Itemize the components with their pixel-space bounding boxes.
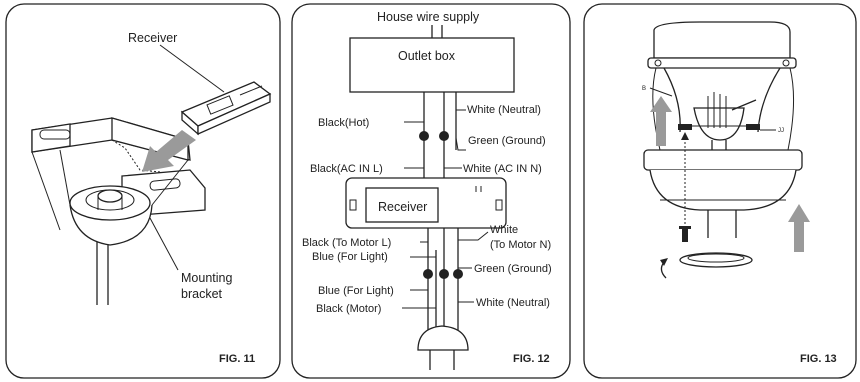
receiver-leader	[159, 44, 225, 93]
fig11-panel: Receiver Mounting bracket FIG. 11	[5, 3, 281, 379]
receiver-box	[345, 177, 507, 229]
outlet-box-label: Outlet box	[398, 49, 456, 63]
fig12-caption: FIG. 12	[513, 353, 550, 365]
ceiling-canopy	[647, 21, 797, 151]
label-black-ac-in: Black(AC IN L)	[310, 163, 383, 175]
label-blue-for-light-1: Blue (For Light)	[312, 251, 388, 263]
fig11-caption: FIG. 11	[219, 353, 255, 365]
wire-nut-black-motor	[439, 269, 449, 279]
up-arrow-left-icon	[650, 96, 672, 146]
label-white-to-motor-1: White	[490, 224, 518, 236]
fig12-panel: House wire supply Outlet box Black(Hot) …	[291, 3, 571, 379]
fig12-title: House wire supply	[377, 10, 480, 24]
fig11-bracket-label-2: bracket	[181, 287, 223, 301]
label-green-ground-top: Green (Ground)	[468, 135, 546, 147]
label-white-to-motor-2: (To Motor N)	[490, 239, 551, 251]
label-blue-for-light-2: Blue (For Light)	[318, 285, 394, 297]
trim-ring	[679, 252, 753, 268]
label-white-ac-in: White (AC IN N)	[463, 163, 542, 175]
label-black-hot: Black(Hot)	[318, 117, 369, 129]
label-green-ground-bottom: Green (Ground)	[474, 263, 552, 275]
fig11-bracket-label-1: Mounting	[181, 271, 232, 285]
fig13-panel: B JJ FIG. 13	[583, 3, 857, 379]
wire-nut-white	[439, 131, 449, 141]
fig13-caption: FIG. 13	[800, 353, 837, 365]
wire-nut-blue	[423, 269, 433, 279]
receiver-unit	[180, 81, 272, 136]
wire-nut-black	[419, 131, 429, 141]
label-white-neutral-bottom: White (Neutral)	[476, 297, 550, 309]
fig11-receiver-label: Receiver	[128, 31, 177, 45]
fig11-frame	[5, 3, 281, 379]
fig13-label-jj: JJ	[778, 128, 784, 134]
label-black-motor: Black (Motor)	[316, 303, 381, 315]
bracket-leader	[149, 217, 179, 271]
fig13-label-b: B	[642, 86, 646, 92]
motor-housing	[417, 325, 469, 351]
outlet-box	[349, 37, 515, 93]
label-white-neutral-top: White (Neutral)	[467, 104, 541, 116]
fig12-frame	[291, 3, 571, 379]
label-black-to-motor: Black (To Motor L)	[302, 237, 391, 249]
hanger-ball	[678, 92, 760, 150]
screw	[682, 228, 688, 242]
receiver-label: Receiver	[378, 200, 427, 214]
up-arrow-right-icon	[788, 204, 810, 252]
wire-nut-white-motor	[453, 269, 463, 279]
insert-arrow	[142, 130, 196, 172]
fig13-frame	[583, 3, 857, 379]
canopy-cover	[643, 149, 803, 238]
